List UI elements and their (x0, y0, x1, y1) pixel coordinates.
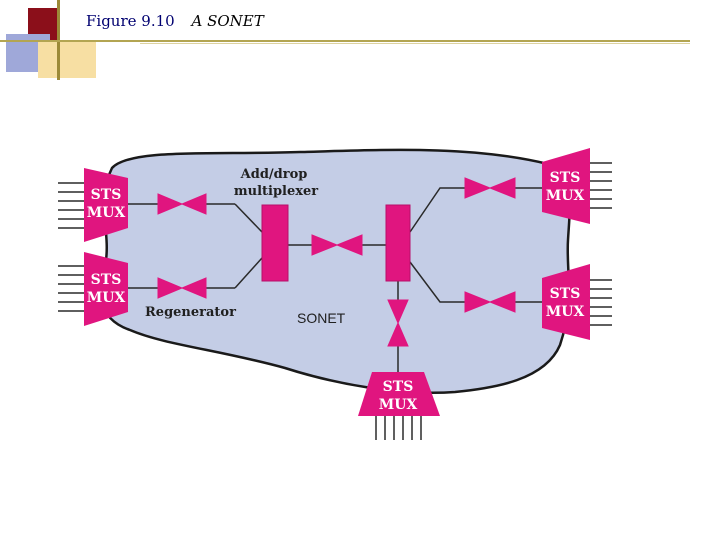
add-drop-label-line1: Add/drop (240, 167, 308, 182)
decor-square-yellow (38, 40, 96, 78)
bottom-input-lines (375, 416, 422, 440)
regenerator-right-top (464, 177, 516, 199)
mux-bottom-line1: STS (383, 379, 414, 395)
right-top-input-lines (590, 162, 612, 209)
mux-left-bottom-line2: MUX (87, 290, 126, 306)
add-drop-multiplexer-left (261, 204, 289, 282)
sts-mux-bottom (358, 372, 440, 416)
left-bottom-input-lines (58, 265, 84, 312)
decor-horizontal-rule-thin (140, 43, 690, 44)
add-drop-multiplexer-right (385, 204, 411, 282)
regenerator-left-bottom (157, 277, 207, 299)
mux-right-bottom-line2: MUX (546, 304, 585, 320)
regenerator-left-top (157, 193, 207, 215)
figure-number: Figure 9.10 (86, 12, 175, 30)
sonet-label: SONET (297, 310, 346, 326)
sonet-cloud (99, 148, 571, 395)
decor-horizontal-rule (0, 40, 690, 42)
mux-right-bottom-line1: STS (550, 286, 581, 302)
mux-left-top-line2: MUX (87, 205, 126, 221)
mux-left-top-line1: STS (91, 187, 122, 203)
mux-right-top-line1: STS (550, 170, 581, 186)
regenerator-label: Regenerator (145, 305, 236, 320)
left-top-input-lines (58, 182, 84, 229)
sts-mux-right-top (542, 148, 590, 224)
sts-mux-left-top (84, 168, 128, 242)
mux-right-top-line2: MUX (546, 188, 585, 204)
regenerator-bottom (387, 299, 409, 347)
mux-left-bottom-line1: STS (91, 272, 122, 288)
regenerator-right-bottom (464, 291, 516, 313)
connection-lines (128, 187, 542, 372)
mux-bottom-line2: MUX (379, 397, 418, 413)
sts-mux-right-bottom (542, 264, 590, 340)
slide-title: Figure 9.10 A SONET (86, 12, 264, 30)
add-drop-label-line2: multiplexer (234, 184, 318, 199)
regenerator-middle (311, 234, 363, 256)
figure-title: A SONET (191, 12, 264, 30)
sts-mux-left-bottom (84, 252, 128, 326)
right-bottom-input-lines (590, 279, 612, 326)
